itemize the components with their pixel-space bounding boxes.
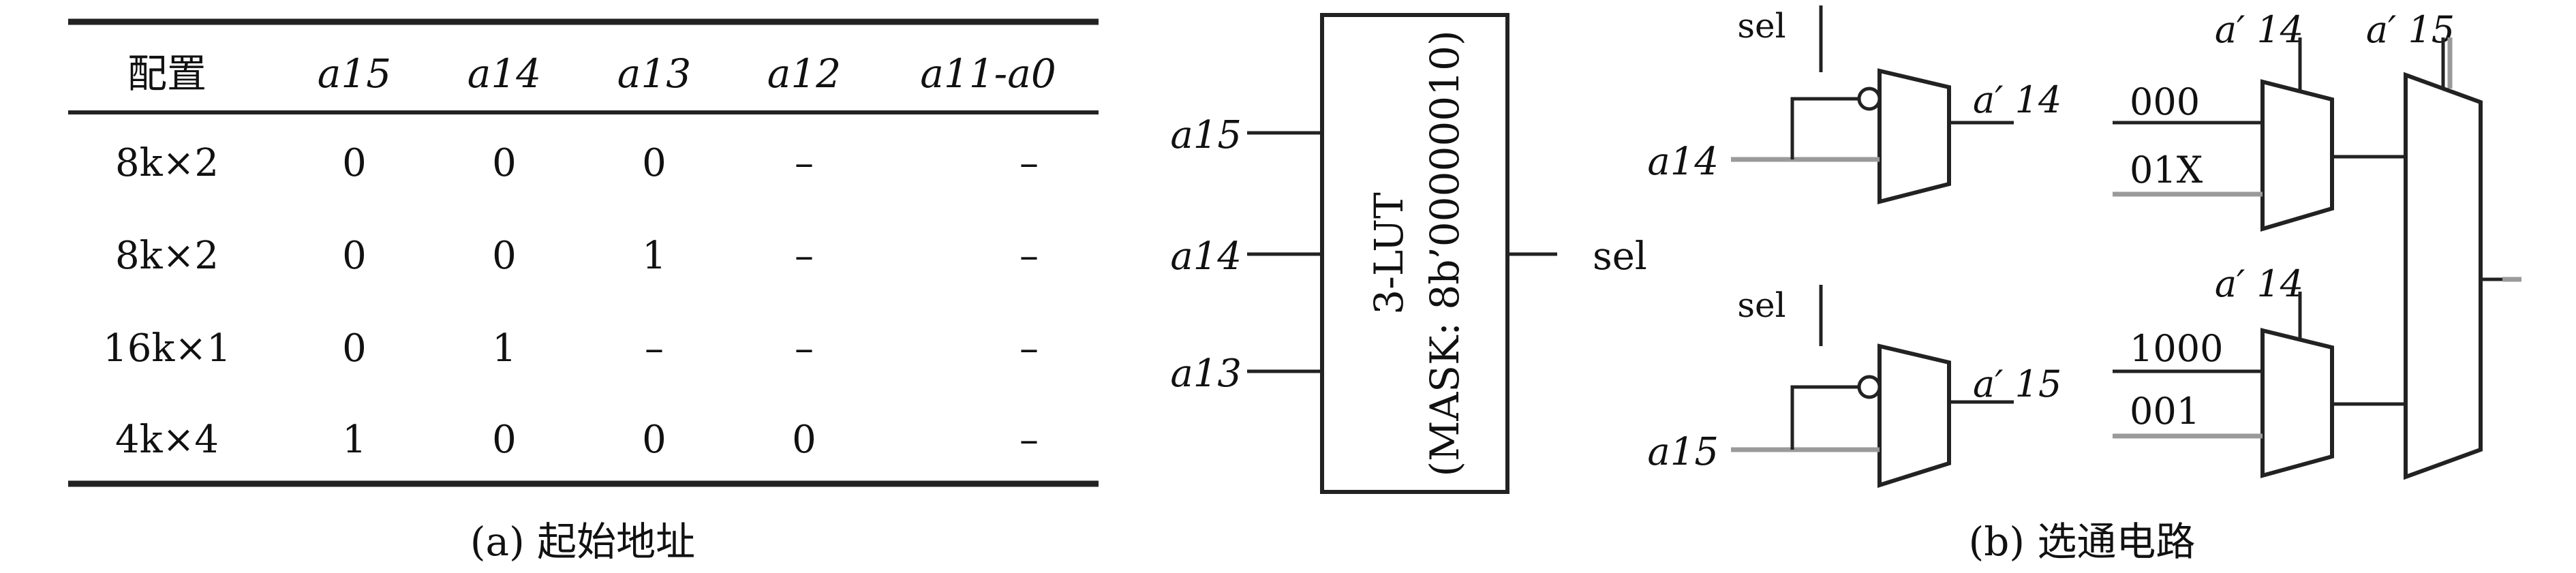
cell-a15: 0	[342, 234, 367, 278]
cell-a13: 1	[642, 234, 666, 278]
cell-a12: –	[795, 326, 814, 371]
mux-upper-right-select-label: a′ 14	[2215, 8, 2303, 51]
cell-a11-a0: –	[1019, 418, 1039, 462]
mux-bottom: sel a15 a′ 15	[1647, 285, 2061, 489]
cell-config: 4k×4	[115, 418, 219, 462]
mux-top-input-label: a14	[1647, 140, 1719, 184]
mux-final-select-label: a′ 15	[2366, 8, 2455, 51]
lut-input-a15: a15	[1170, 113, 1242, 157]
cell-config: 8k×2	[115, 141, 219, 185]
cell-a12: –	[795, 234, 814, 278]
lut-box	[1320, 13, 1509, 494]
mux-bottom-input-label: a15	[1647, 430, 1719, 474]
circuit-caption: (b) 选通电路	[1969, 518, 2196, 565]
cell-config: 16k×1	[103, 326, 231, 371]
cell-a11-a0: –	[1019, 234, 1039, 278]
cell-a11-a0: –	[1019, 141, 1039, 185]
table-caption: (a) 起始地址	[470, 518, 695, 565]
mux-final: a′ 15	[2366, 8, 2521, 480]
cell-a11-a0: –	[1019, 326, 1039, 371]
mux-top: sel a14 a′ 14	[1647, 5, 2061, 204]
table-row: 4k×4 1 0 0 0 –	[115, 418, 1039, 462]
mux-top-invert-bubble	[1857, 87, 1882, 111]
mux-lower-right-select-label: a′ 14	[2215, 262, 2303, 305]
cell-a15: 0	[342, 141, 367, 185]
lut-mask-label: (MASK: 8b’00000010)	[1422, 30, 1468, 476]
header-a11-a0: a11-a0	[920, 50, 1056, 97]
lut-output-sel: sel	[1593, 234, 1647, 279]
table-row: 8k×2 0 0 1 – –	[115, 234, 1039, 278]
selection-circuit: sel a14 a′ 14 sel a15 a′ 15 a′ 14	[1647, 5, 2521, 565]
mux-final-body	[2404, 72, 2483, 480]
mux-top-output-label: a′ 14	[1973, 78, 2061, 121]
cell-a15: 1	[342, 418, 367, 462]
table-header: 配置 a15 a14 a13 a12 a11-a0	[127, 50, 1056, 97]
lut-input-a14: a14	[1170, 234, 1242, 279]
cell-a14: 0	[492, 234, 517, 278]
mux-bottom-output-label: a′ 15	[1973, 362, 2061, 405]
header-a13: a13	[617, 50, 691, 97]
header-a14: a14	[467, 50, 541, 97]
mux-lower-right-body	[2260, 328, 2334, 478]
mux-upper-right-input-000: 000	[2130, 80, 2200, 123]
header-config: 配置	[127, 50, 206, 97]
lut-input-a13: a13	[1170, 352, 1242, 396]
cell-a14: 0	[492, 141, 517, 185]
mux-lower-right-input-1000: 1000	[2130, 327, 2223, 370]
mux-top-select-label: sel	[1737, 6, 1785, 46]
mux-upper-right-body	[2260, 79, 2334, 232]
mux-lower-right: a′ 14 1000 001	[2113, 262, 2406, 478]
cell-a14: 1	[492, 326, 517, 371]
mux-bottom-select-label: sel	[1737, 285, 1785, 325]
lut-title: 3-LUT	[1366, 192, 1412, 315]
lut-block: 3-LUT (MASK: 8b’00000010) a15 a14 a13 se…	[1170, 13, 1647, 494]
address-table: 配置 a15 a14 a13 a12 a11-a0 8k×2 0 0 0 – –…	[68, 18, 1099, 565]
table-row: 16k×1 0 1 – – –	[103, 326, 1039, 371]
cell-a13: 0	[642, 418, 666, 462]
cell-a14: 0	[492, 418, 517, 462]
table-row: 8k×2 0 0 0 – –	[115, 141, 1039, 185]
cell-a13: –	[645, 326, 664, 371]
cell-a15: 0	[342, 326, 367, 371]
cell-config: 8k×2	[115, 234, 219, 278]
mux-top-feedback-wire	[1790, 97, 1859, 159]
mux-upper-right: a′ 14 000 01X	[2113, 8, 2406, 232]
header-a15: a15	[318, 50, 391, 97]
cell-a13: 0	[642, 141, 666, 185]
mux-bottom-feedback-wire	[1790, 385, 1859, 450]
mux-bottom-body	[1877, 343, 1951, 489]
mux-upper-right-input-01X: 01X	[2130, 149, 2203, 191]
header-a12: a12	[767, 50, 841, 97]
mux-lower-right-input-001: 001	[2130, 390, 2200, 433]
cell-a12: –	[795, 141, 814, 185]
cell-a12: 0	[792, 418, 816, 462]
mux-bottom-invert-bubble	[1857, 375, 1882, 399]
mux-top-body	[1877, 68, 1951, 204]
